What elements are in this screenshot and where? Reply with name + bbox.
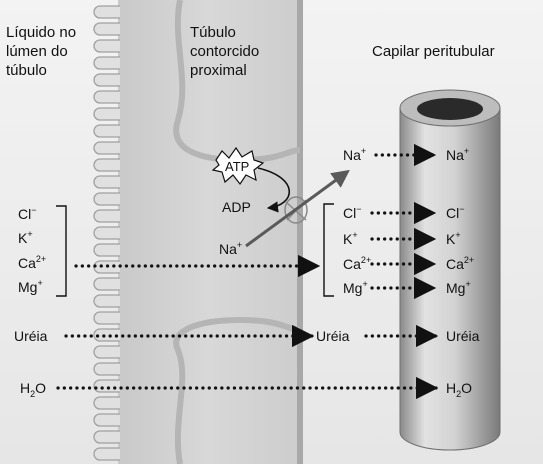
atp-to-adp-arrow xyxy=(257,167,291,213)
svg-text:contorcido: contorcido xyxy=(190,43,259,60)
transport-arrows xyxy=(56,143,439,400)
middle-ion-cl: Cl− xyxy=(343,204,362,221)
adp-label: ADP xyxy=(222,199,251,215)
ion-labels: Cl− K+ Ca2+ Mg+ Cl− K+ Ca2+ Mg+ Cl− K+ Ca2+ Mg+ Na+ N… xyxy=(14,146,480,399)
left-ion-ca: Ca2+ xyxy=(18,254,46,271)
svg-text:Túbulo: Túbulo xyxy=(190,24,236,41)
capillary-ion-k: K+ xyxy=(446,230,461,247)
svg-text:túbulo: túbulo xyxy=(6,62,47,79)
tubule-label: Túbulo contorcido proximal xyxy=(190,24,259,79)
svg-text:proximal: proximal xyxy=(190,62,247,79)
middle-ion-bracket xyxy=(323,203,334,297)
urea-interstitial: Uréia xyxy=(316,328,350,344)
brush-border-microvilli xyxy=(93,5,120,461)
sodium-interstitial: Na+ xyxy=(343,146,366,163)
left-ion-mg: Mg+ xyxy=(18,278,43,295)
svg-text:Líquido no: Líquido no xyxy=(6,24,76,41)
pump-na-label: Na+ xyxy=(219,240,242,257)
lateral-membrane-lower xyxy=(173,316,301,464)
middle-ion-mg: Mg+ xyxy=(343,279,368,296)
tubule-cell xyxy=(118,0,300,464)
atp-burst: ATP xyxy=(211,146,265,186)
sodium-pump-arrow xyxy=(245,169,350,248)
middle-ion-ca: Ca2+ xyxy=(343,255,371,272)
water-capillary: H2O xyxy=(446,380,472,399)
transporter xyxy=(284,196,308,224)
urea-lumen: Uréia xyxy=(14,328,48,344)
left-ion-cl: Cl− xyxy=(18,205,37,222)
left-ion-k: K+ xyxy=(18,229,33,246)
peritubular-capillary xyxy=(399,89,501,451)
middle-ion-k: K+ xyxy=(343,230,358,247)
atp-label: ATP xyxy=(225,159,249,174)
water-lumen: H2O xyxy=(20,380,46,399)
capillary-label: Capilar peritubular xyxy=(372,43,495,60)
svg-text:lúmen do: lúmen do xyxy=(6,43,68,60)
lateral-membrane xyxy=(173,0,301,164)
capillary-ion-cl: Cl− xyxy=(446,204,465,221)
capillary-ion-mg: Mg+ xyxy=(446,279,471,296)
left-ion-bracket xyxy=(56,205,67,297)
urea-capillary: Uréia xyxy=(446,328,480,344)
capillary-ion-ca: Ca2+ xyxy=(446,255,474,272)
sodium-capillary: Na+ xyxy=(446,146,469,163)
svg-text:Na+: Na+ xyxy=(219,240,242,257)
lumen-label: Líquido no lúmen do túbulo xyxy=(6,24,76,79)
